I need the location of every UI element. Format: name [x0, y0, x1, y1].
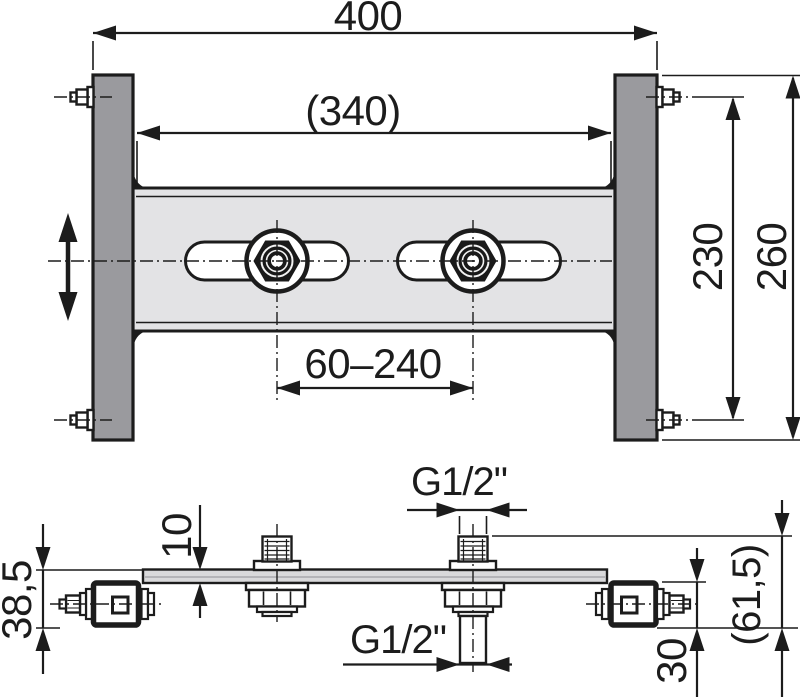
right-rail [613, 73, 659, 442]
dim-rail-height [662, 74, 800, 441]
dim-fitting-range [277, 380, 473, 396]
dim-label-thread-top: G1/2" [411, 460, 508, 504]
side-view [35, 500, 798, 697]
dim-label-plate-thickness: 10 [153, 513, 200, 559]
dim-thread-bottom [343, 657, 512, 672]
left-rail [91, 73, 135, 442]
dim-label-anchor-spacing: 230 [684, 222, 731, 292]
dim-label-offset-plate-top: 38,5 [0, 560, 40, 640]
crossbar-edge-lines [136, 195, 612, 324]
dim-label-thread-bottom: G1/2" [350, 618, 447, 662]
height-adjust-arrow [58, 213, 78, 321]
dim-offset-plate-top [35, 524, 143, 674]
dim-thread-top [407, 502, 527, 534]
dim-overall-width [92, 25, 658, 70]
dim-offset-wall [662, 548, 706, 697]
front-view [48, 25, 800, 442]
dim-offset-total [774, 500, 790, 697]
dim-label-overall-width: 400 [333, 0, 403, 39]
dim-anchor-spacing [700, 96, 744, 421]
dim-inner-width [136, 125, 612, 184]
dim-label-offset-total: (61,5) [725, 544, 769, 646]
dim-plate-thickness [192, 505, 208, 618]
dim-label-fitting-range: 60–240 [304, 340, 442, 387]
mounting-plate [141, 568, 609, 585]
bolt-centerlines [54, 96, 700, 421]
dim-label-offset-wall: 30 [648, 638, 695, 684]
fitting-centerlines [276, 220, 474, 403]
dim-label-rail-height: 260 [748, 222, 795, 292]
dim-label-inner-width: (340) [305, 87, 401, 134]
